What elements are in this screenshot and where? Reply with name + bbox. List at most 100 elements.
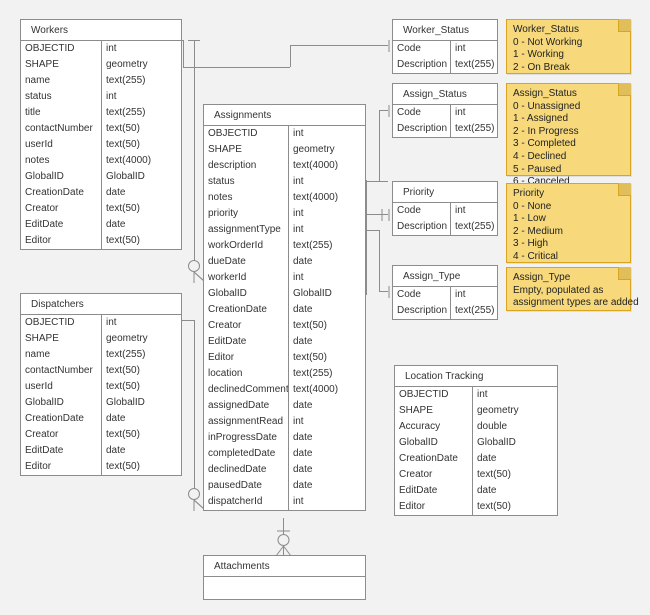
attribute-name: Code	[393, 287, 451, 303]
entity-attachments[interactable]: Attachments	[203, 555, 366, 600]
note-line: 3 - Completed	[513, 138, 576, 150]
attribute-name: declinedDate	[204, 462, 289, 478]
attribute-type: date	[293, 464, 313, 475]
attribute-type: int	[106, 43, 117, 54]
attribute-name: inProgressDate	[204, 430, 289, 446]
attribute-type: text(255)	[455, 221, 495, 232]
attribute-type: int	[293, 128, 304, 139]
note-line: Worker_Status	[513, 24, 579, 35]
attribute-type: double	[477, 421, 508, 432]
note-line: 1 - Working	[513, 49, 564, 61]
connector-dispatchers-down	[194, 320, 195, 490]
attribute-type: text(255)	[293, 240, 333, 251]
attribute-name: Editor	[395, 499, 473, 515]
attribute-name: Code	[393, 203, 451, 219]
note-line: Assign_Status	[513, 88, 577, 99]
attribute-name: dueDate	[204, 254, 289, 270]
attribute-name: Creator	[204, 318, 289, 334]
note-assign-status[interactable]: Assign_Status 0 - Unassigned 1 - Assigne…	[506, 83, 631, 187]
attribute-name: assignmentType	[204, 222, 289, 238]
note-fold-corner-icon	[618, 267, 631, 280]
attribute-name: OBJECTID	[21, 315, 102, 331]
attribute-name: description	[204, 158, 289, 174]
attribute-name: name	[21, 73, 102, 89]
attribute-type: int	[455, 289, 466, 300]
attribute-type: int	[293, 176, 304, 187]
attribute-type: date	[293, 304, 313, 315]
note-priority[interactable]: Priority 0 - None 1 - Low 2 - Medium 3 -…	[506, 183, 631, 263]
attribute-name: Creator	[21, 427, 102, 443]
attribute-name: OBJECTID	[395, 387, 473, 403]
cardinality-one-priority	[381, 209, 390, 221]
entity-title-priority: Priority	[393, 182, 497, 203]
note-worker-status[interactable]: Worker_Status 0 - Not Working 1 - Workin…	[506, 19, 631, 74]
note-line: 4 - Declined	[513, 150, 567, 162]
attribute-name: GlobalID	[21, 395, 102, 411]
attribute-name: CreationDate	[395, 451, 473, 467]
attribute-name: Editor	[204, 350, 289, 366]
note-line: 3 - High	[513, 238, 549, 250]
attribute-type: int	[293, 496, 304, 507]
attribute-type: text(4000)	[293, 384, 339, 395]
attribute-type: text(50)	[106, 461, 140, 472]
attribute-type: text(50)	[477, 501, 511, 512]
attribute-name: SHAPE	[395, 403, 473, 419]
connector-assign-type-h2	[379, 291, 388, 292]
connector-assign-trunk	[366, 180, 367, 295]
attribute-type: date	[293, 432, 313, 443]
attribute-type: text(50)	[106, 235, 140, 246]
attribute-row: Description text(255)	[393, 57, 497, 73]
attribute-name: Description	[393, 57, 451, 73]
entity-title-attachments: Attachments	[204, 556, 365, 577]
connector-assign-status-h	[379, 110, 388, 111]
note-line: 0 - Not Working	[513, 36, 583, 48]
note-line: assignment types are added	[513, 297, 639, 309]
attribute-row: OBJECTID int	[395, 387, 557, 403]
note-assign-type[interactable]: Assign_Type Empty, populated as assignme…	[506, 267, 639, 311]
attribute-name: Editor	[21, 459, 102, 475]
connector-assign-status	[366, 181, 388, 182]
attribute-name: EditDate	[21, 217, 102, 233]
attribute-type: text(255)	[106, 107, 146, 118]
entity-title-assign-type: Assign_Type	[393, 266, 497, 287]
cardinality-one-worker-status	[388, 40, 390, 52]
attribute-type: int	[455, 205, 466, 216]
attribute-type: text(255)	[455, 59, 495, 70]
attribute-type: int	[477, 389, 488, 400]
